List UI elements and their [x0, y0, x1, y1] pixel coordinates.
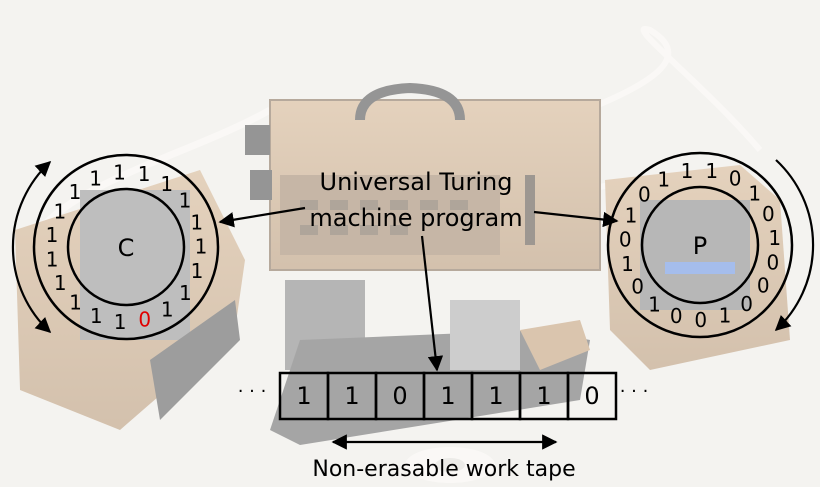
wheel-c-label: C: [118, 234, 135, 262]
program-label: Universal Turing machine program: [309, 168, 522, 232]
tape-cell-symbol: 1: [440, 382, 455, 410]
wheel-c-symbol: 1: [179, 281, 192, 305]
work-tape: · · · 1 1 0 1 1 1 0 · · · Non-erasable work ta…: [238, 371, 649, 482]
wheel-c-symbol: 1: [69, 290, 82, 314]
arrow-to-wheel-p: [533, 210, 619, 228]
wheel-c-symbol: 1: [190, 210, 203, 234]
wheel-c-symbol: 1: [89, 167, 102, 191]
wheel-p-rotation-arrow: [774, 159, 815, 332]
wheel-p-symbol: 1: [705, 159, 718, 183]
tape-caption: Non-erasable work tape: [312, 457, 575, 482]
wheel-p-symbol: 0: [762, 202, 775, 226]
program-label-line1: Universal Turing: [320, 168, 513, 196]
wheel-p-symbol: 0: [694, 308, 707, 332]
program-label-line2: machine program: [309, 204, 522, 232]
wheel-p-symbol: 0: [729, 167, 742, 191]
arrow-to-tape: [420, 235, 444, 372]
wheel-c-symbol: 1: [160, 172, 173, 196]
tape-cell-symbol: 1: [296, 382, 311, 410]
wheel-c-symbol: 1: [46, 248, 59, 272]
wheel-c-symbol: 1: [161, 298, 174, 322]
wheel-c-symbol: 1: [114, 310, 127, 334]
wheel-p-symbol: 0: [631, 275, 644, 299]
tape-right-ellipsis: · · ·: [620, 381, 649, 402]
wheel-p-symbol: 0: [638, 183, 651, 207]
wheel-p-symbol: 0: [767, 251, 780, 275]
wheel-c-symbol: 1: [113, 160, 126, 184]
wheel-p-symbol: 1: [719, 304, 732, 328]
tape-cell-symbol: 0: [392, 382, 407, 410]
wheel-p-symbol: 1: [748, 182, 761, 206]
wheel-p-symbol: 1: [681, 159, 694, 183]
wheel-c-symbol: 0: [138, 308, 151, 332]
wheel-p-symbol: 1: [621, 252, 634, 276]
wheel-c-symbol: 1: [90, 304, 103, 328]
wheel-c-rotation-arrow: [11, 160, 52, 334]
tape-cells: 1 1 0 1 1 1 0: [278, 371, 618, 421]
tape-cell-symbol: 0: [584, 382, 599, 410]
wheel-p-inner-ring: [640, 185, 760, 305]
wheel-c-outer-ring: [32, 153, 220, 341]
wheel-p-symbol: 0: [740, 292, 753, 316]
tape-cell-symbol: 1: [488, 382, 503, 410]
wheel-p-outer-ring: [606, 151, 794, 339]
wheel-c-symbol: 1: [138, 162, 151, 186]
tape-cell: [566, 371, 618, 421]
wheel-c-symbol: 1: [54, 200, 67, 224]
wheel-p-symbol: 1: [625, 204, 638, 228]
arrow-to-wheel-c: [218, 206, 306, 228]
tape-cell-symbol: 1: [536, 382, 551, 410]
tape-left-ellipsis: · · ·: [238, 381, 267, 402]
tape-cell-symbol: 1: [344, 382, 359, 410]
wheel-p-symbol: 0: [619, 228, 632, 252]
wheel-c-symbol: 1: [69, 180, 82, 204]
wheel-p-symbol: 0: [670, 304, 683, 328]
wheel-p-symbol: 0: [757, 273, 770, 297]
wheel-c-symbol: 1: [191, 259, 204, 283]
wheel-c-symbol: 1: [195, 235, 208, 259]
wheel-c-symbol: 1: [54, 271, 67, 295]
wheel-c-inner-ring: [66, 187, 186, 307]
wheel-p-label: P: [693, 232, 707, 260]
wheel-p-symbol: 1: [657, 167, 670, 191]
wheel-p-symbol: 1: [648, 293, 661, 317]
wheel-c-symbol: 1: [179, 189, 192, 213]
wheel-p-symbol: 1: [768, 226, 781, 250]
wheel-c-symbol: 1: [46, 223, 59, 247]
